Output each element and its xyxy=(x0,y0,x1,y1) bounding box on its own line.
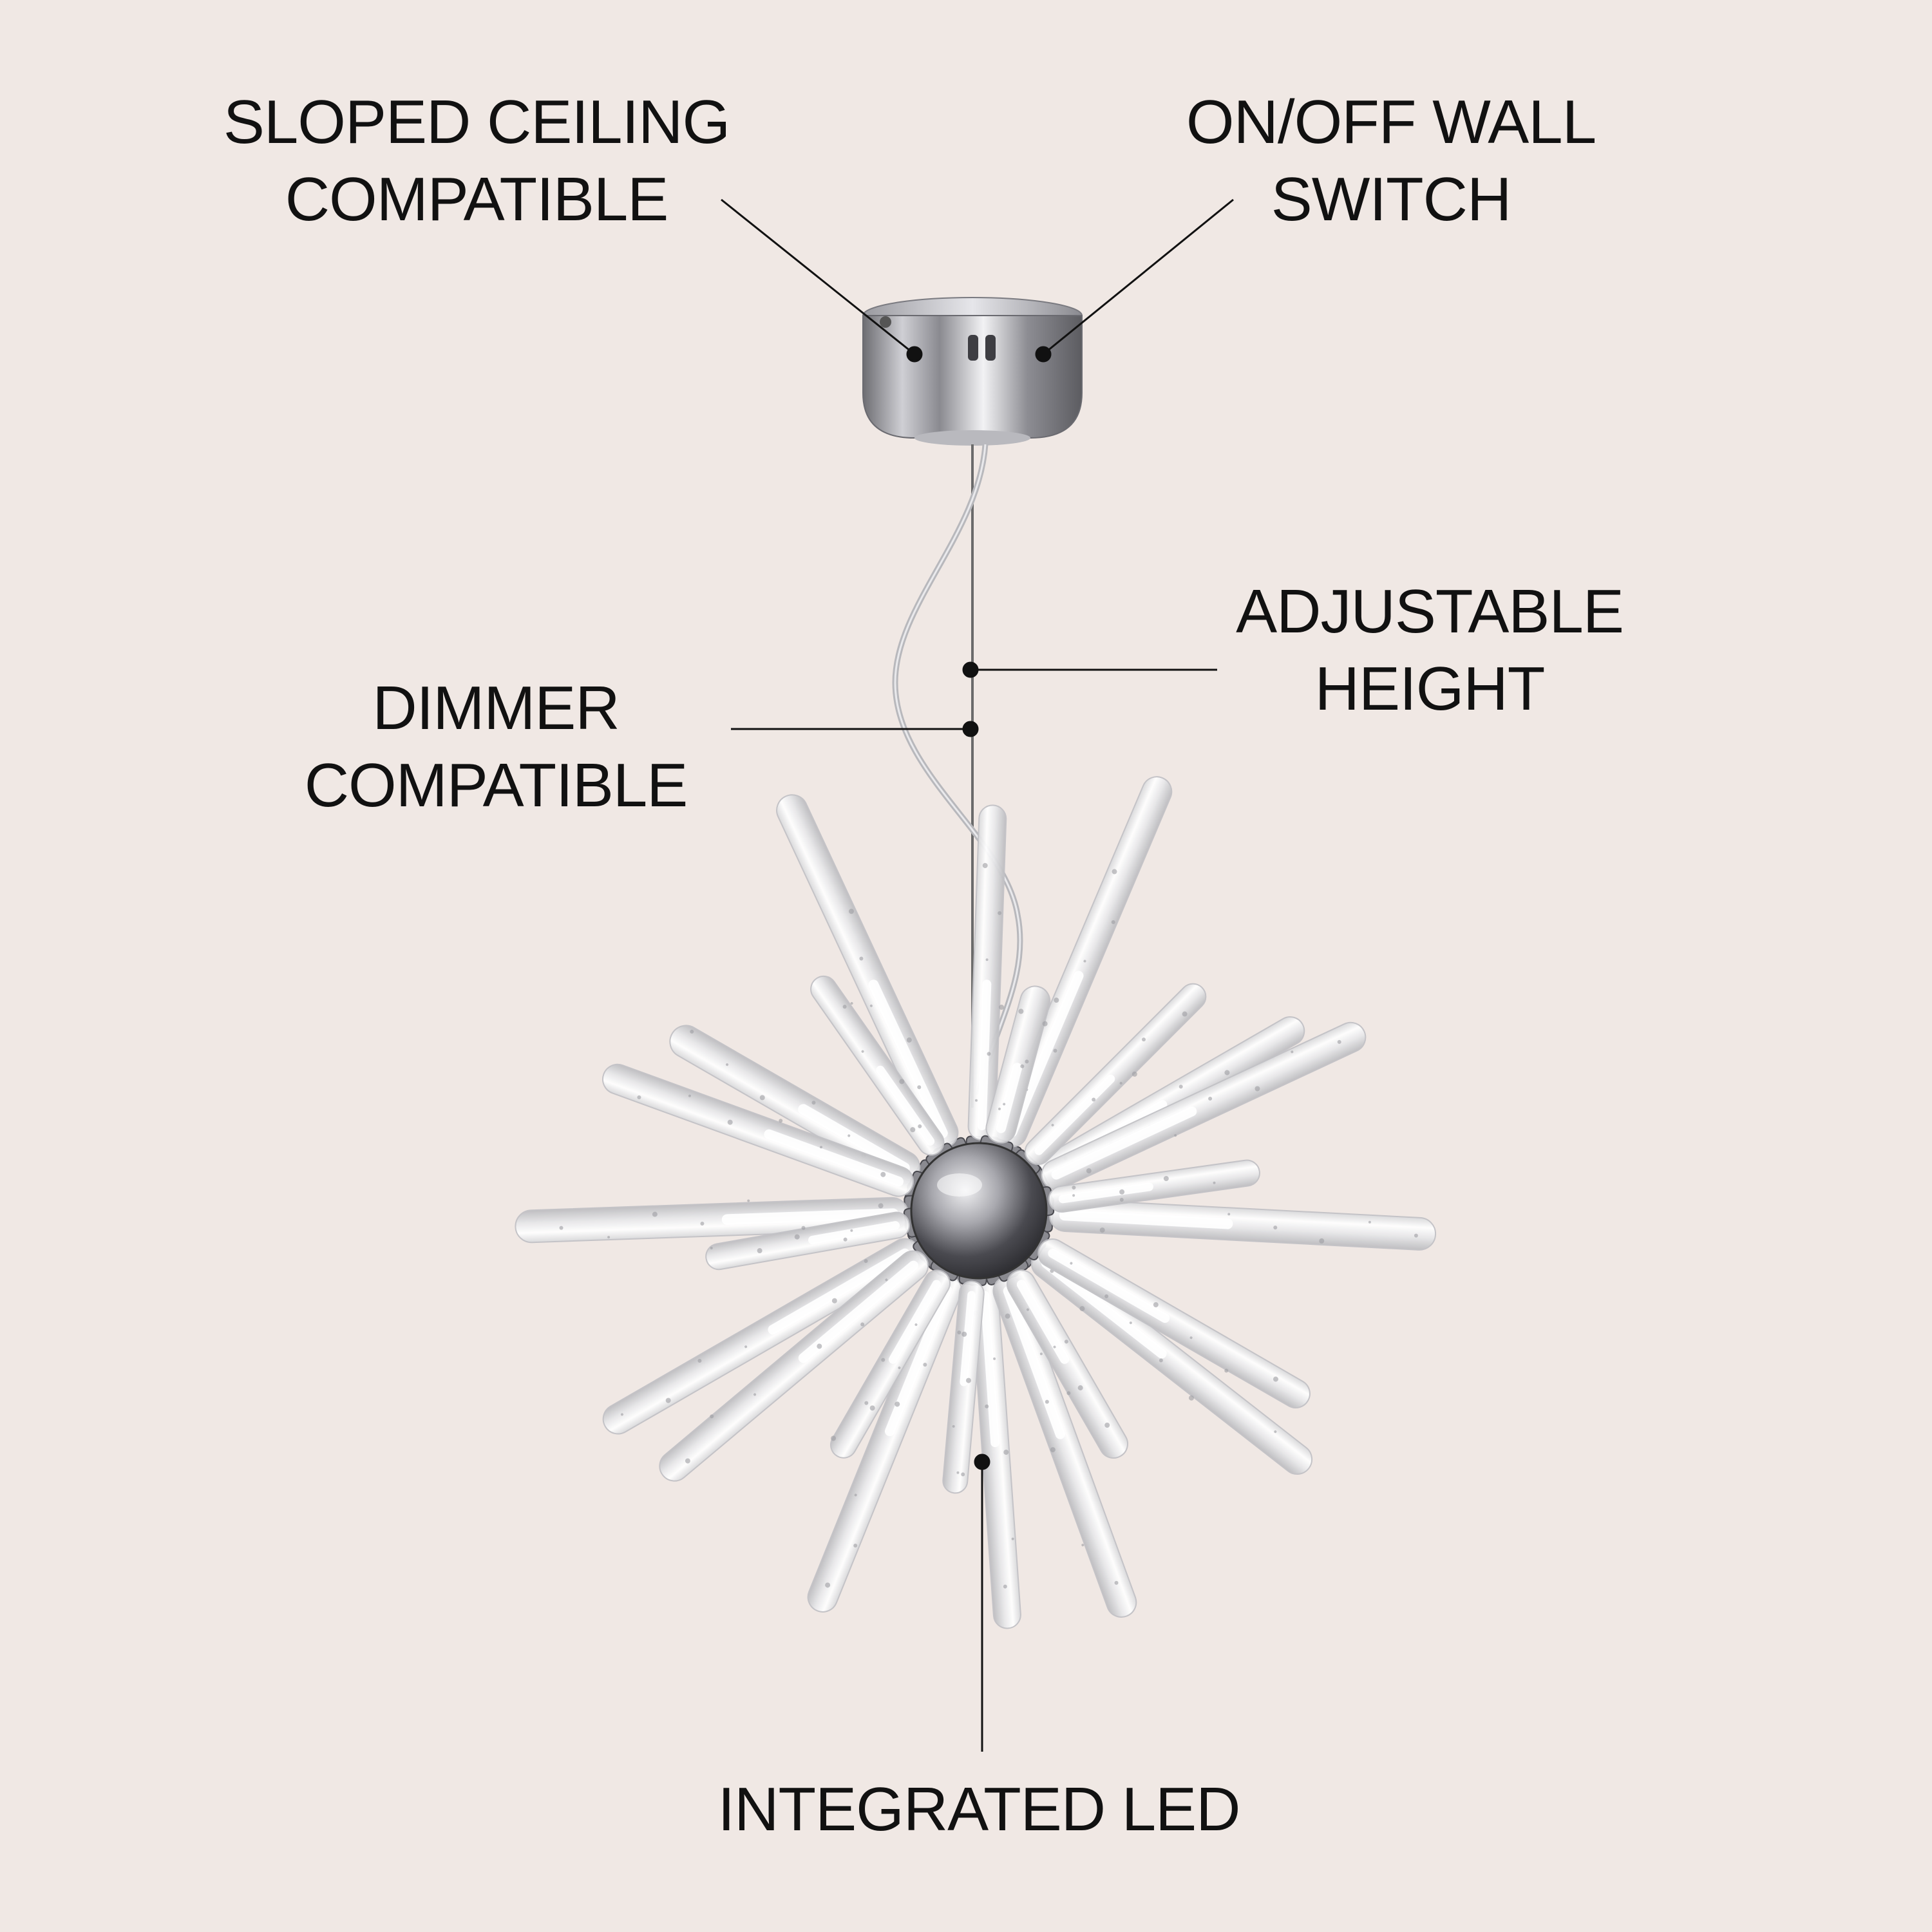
dimmer-marker xyxy=(962,721,979,737)
adjustable-height-line2: HEIGHT xyxy=(1314,654,1546,723)
adjustable-height-marker xyxy=(962,661,979,678)
integrated-led-marker xyxy=(974,1454,990,1470)
wall-switch-marker xyxy=(1035,346,1052,363)
sloped-ceiling-line1: SLOPED CEILING xyxy=(223,88,730,156)
dimmer-line1: DIMMER xyxy=(372,674,620,743)
integrated-led-label: INTEGRATED LED xyxy=(696,1771,1262,1848)
sloped-ceiling-line2: COMPATIBLE xyxy=(285,165,669,234)
dimmer-line2: COMPATIBLE xyxy=(304,751,688,820)
adjustable-height-line1: ADJUSTABLE xyxy=(1236,577,1624,646)
ceiling-canopy xyxy=(862,297,1083,446)
callout-leaders xyxy=(721,198,1234,1752)
dimmer-label: DIMMER COMPATIBLE xyxy=(270,670,721,824)
sloped-ceiling-marker xyxy=(906,346,923,363)
sloped-ceiling-label: SLOPED CEILING COMPATIBLE xyxy=(213,84,741,238)
wall-switch-line1: ON/OFF WALL xyxy=(1186,88,1596,156)
integrated-led-line1: INTEGRATED LED xyxy=(717,1775,1241,1844)
wall-switch-label: ON/OFF WALL SWITCH xyxy=(1159,84,1623,238)
chrome-hub xyxy=(910,1142,1048,1280)
wall-switch-line2: SWITCH xyxy=(1271,165,1512,234)
adjustable-height-label: ADJUSTABLE HEIGHT xyxy=(1217,573,1642,728)
